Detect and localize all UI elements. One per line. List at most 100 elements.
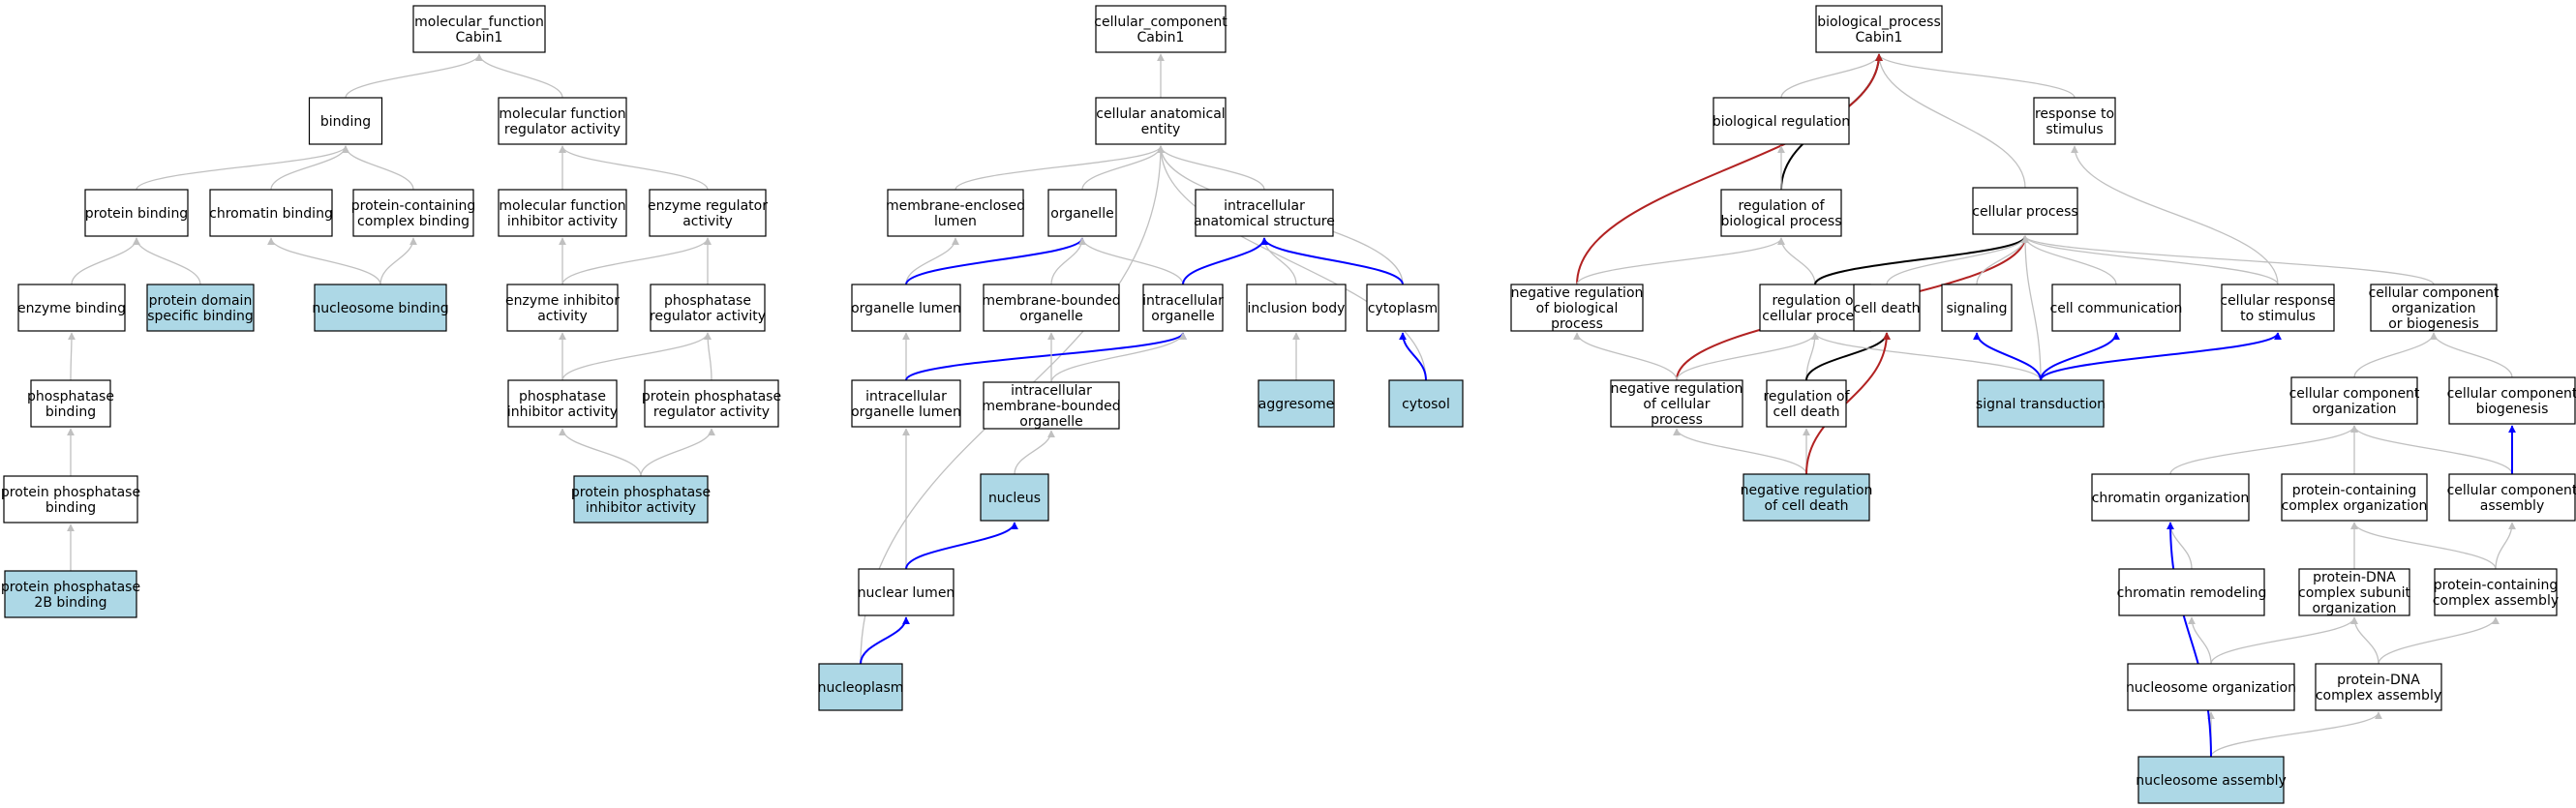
go-term-node-cell-comm[interactable]: cell communication: [2050, 284, 2183, 332]
go-term-label: chromatin remodeling: [2117, 585, 2267, 601]
go-term-box: [649, 189, 767, 237]
go-term-box: [2137, 756, 2285, 804]
go-term-box: [983, 381, 1120, 430]
go-term-box: [1977, 379, 2105, 428]
go-term-box: [1815, 5, 1943, 53]
go-term-box: [2448, 376, 2576, 425]
go-term-box: [2298, 568, 2410, 616]
edge-is-a-cytosol-to-cae: [1157, 145, 1427, 381]
edge-is-a-chrom-org-to-cco: [2169, 425, 2358, 475]
go-term-node-chrom-rem[interactable]: chromatin remodeling: [2117, 568, 2267, 616]
go-term-label: response to: [2035, 106, 2114, 122]
go-term-node-bio-reg[interactable]: biological regulation: [1712, 97, 1850, 145]
go-term-box: [4, 570, 137, 618]
go-term-node-cell-death[interactable]: cell death: [1853, 284, 1921, 332]
go-term-box: [2033, 97, 2116, 145]
edge-part-of-cytosol-to-cytoplasm: [1399, 332, 1427, 381]
go-term-box: [2315, 663, 2442, 711]
go-term-label: protein phosphatase: [642, 389, 781, 404]
edge-is-a-imbo-to-io: [1050, 332, 1187, 383]
go-term-node-chromatin-binding[interactable]: chromatin binding: [209, 189, 333, 237]
edge-is-a-cell-death-to-cell-proc: [1886, 235, 2029, 285]
go-term-node-chrom-org[interactable]: chromatin organization: [2091, 473, 2250, 522]
go-term-node-protein-binding[interactable]: protein binding: [84, 189, 189, 237]
go-term-label: phosphatase: [519, 389, 606, 404]
edge-part-of-iol-to-io: [905, 332, 1187, 381]
go-term-node-org-lumen[interactable]: organelle lumen: [851, 284, 961, 332]
go-term-node-nucleus[interactable]: nucleus: [980, 473, 1049, 522]
edge-is-a-cca-to-cco: [2350, 425, 2513, 475]
go-term-label: regulation of: [1772, 293, 1859, 309]
edge-is-a-nuc-org-to-pdna-sub: [2210, 616, 2358, 665]
go-term-label: membrane-bounded: [982, 399, 1120, 414]
go-term-node-nuc-asm[interactable]: nucleosome assembly: [2136, 756, 2287, 804]
go-term-box: [1258, 379, 1335, 428]
go-term-label: cellular component: [2447, 386, 2576, 402]
go-term-node-cytoplasm[interactable]: cytoplasm: [1366, 284, 1440, 332]
go-term-label: inhibitor activity: [507, 404, 618, 420]
go-term-box: [1095, 5, 1227, 53]
go-term-node-nuc-lumen[interactable]: nuclear lumen: [858, 568, 955, 616]
go-term-node-inclusion[interactable]: inclusion body: [1246, 284, 1347, 332]
go-term-box: [851, 284, 961, 332]
go-term-node-nucleoplasm[interactable]: nucleoplasm: [818, 663, 904, 711]
go-term-node-nucleosome-binding[interactable]: nucleosome binding: [312, 284, 449, 332]
go-term-label: cellular response: [2220, 293, 2335, 309]
go-term-label: protein phosphatase: [1, 485, 140, 500]
edge-is-a-nucleus-to-imbo: [1014, 430, 1055, 475]
go-term-node-cytosol[interactable]: cytosol: [1388, 379, 1464, 428]
go-term-node-sig-trans[interactable]: signal transduction: [1976, 379, 2106, 428]
go-term-node-nuc-org[interactable]: nucleosome organization: [2126, 663, 2296, 711]
go-term-node-signaling[interactable]: signaling: [1941, 284, 2013, 332]
go-term-node-aggresome[interactable]: aggresome: [1258, 379, 1335, 428]
go-term-label: biogenesis: [2476, 402, 2549, 417]
go-term-node-binding[interactable]: binding: [308, 97, 383, 145]
go-term-node-organelle[interactable]: organelle: [1047, 189, 1117, 237]
edge-is-a-enzyme-binding-to-protein-binding: [71, 237, 140, 285]
go-term-label: regulator activity: [653, 404, 770, 420]
go-term-box: [3, 475, 138, 524]
go-term-label: protein-containing: [2292, 483, 2416, 498]
go-term-node-enzyme-binding[interactable]: enzyme binding: [17, 284, 126, 332]
go-term-node-cell-proc[interactable]: cellular process: [1972, 187, 2078, 235]
